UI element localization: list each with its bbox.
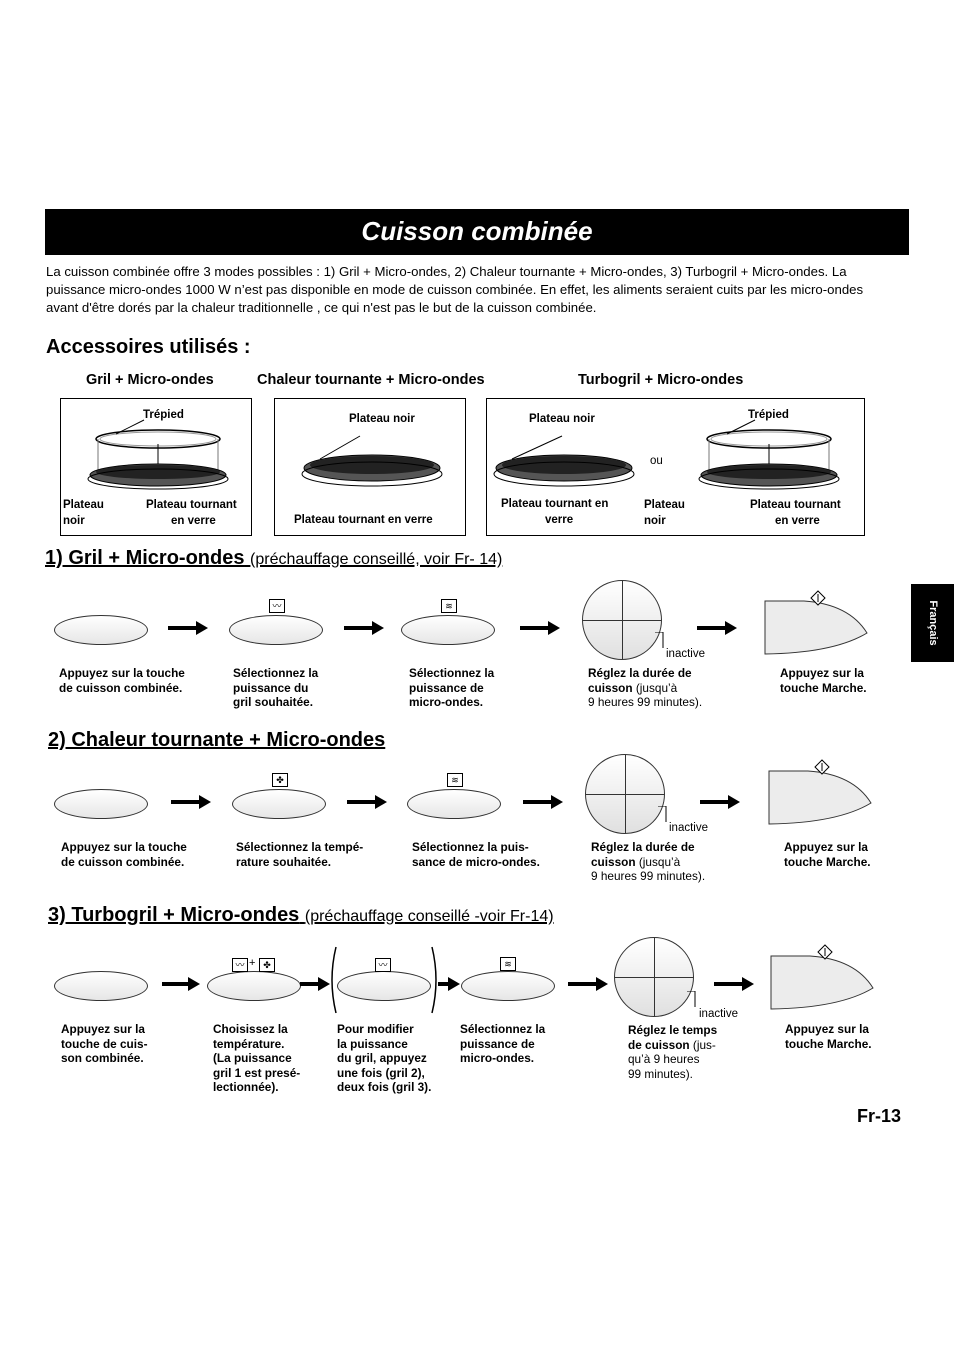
convection-button[interactable] [232, 789, 326, 819]
arrow-icon [344, 621, 384, 635]
tripod-plate-illustration [87, 419, 229, 490]
arrow-icon [162, 977, 200, 991]
acc-grill-label: Gril + Micro-ondes [86, 372, 214, 388]
plus-icon: + [249, 957, 256, 969]
microwave-button[interactable] [461, 971, 555, 1001]
grill-icon: 〰 [269, 599, 285, 613]
time-dial[interactable] [614, 937, 694, 1017]
section3-heading: 3) Turbogril + Micro-ondes (préchauffage… [48, 904, 554, 926]
black-plate-label: Plateau noir [349, 413, 415, 425]
microwave-button[interactable] [407, 789, 501, 819]
arrow-icon [168, 621, 208, 635]
inactive-pointer [655, 632, 664, 648]
grill-icon: 〰 [375, 958, 391, 972]
arrow-icon [523, 795, 563, 809]
tripod-label: Trépied [143, 409, 184, 421]
arrow-icon [568, 977, 608, 991]
combi-button[interactable] [54, 971, 148, 1001]
acc-box-turbo: Plateau noir ou Trépied Plateau tournant… [486, 398, 865, 536]
page-title: Cuisson combinée [45, 209, 909, 255]
arrow-icon [700, 795, 740, 809]
black-plate-label-l2: noir [63, 515, 85, 527]
arrow-icon [347, 795, 387, 809]
start-icon [814, 759, 830, 775]
time-dial[interactable] [582, 580, 662, 660]
arrow-icon [520, 621, 560, 635]
glass-tray-label-l1: Plateau tournant [146, 499, 237, 511]
start-icon [817, 944, 833, 960]
acc-turbo-label: Turbogril + Micro-ondes [578, 372, 744, 388]
inactive-label: inactive [666, 648, 705, 660]
language-tab: Français [911, 584, 954, 662]
glass-tray-label-l2: en verre [171, 515, 216, 527]
grill-icon: 〰 [232, 958, 248, 972]
start-button[interactable] [770, 955, 875, 1010]
page-number: Fr-13 [857, 1106, 902, 1126]
arrow-icon [300, 977, 330, 991]
time-dial[interactable] [585, 754, 665, 834]
acc-convection-label: Chaleur tournante + Micro-ondes [257, 372, 485, 388]
section2-heading: 2) Chaleur tournante + Micro-ondes [48, 729, 386, 751]
accessories-heading: Accessoires utilisés : [46, 336, 251, 358]
start-button[interactable] [768, 770, 873, 825]
turbogrill-button[interactable] [207, 971, 301, 1001]
repeat-bracket [331, 946, 437, 1014]
black-plate-illustration [301, 435, 443, 487]
grill-button[interactable] [229, 615, 323, 645]
black-plate-illustration-2 [493, 435, 635, 487]
arrow-icon [697, 621, 737, 635]
black-plate-label-l1: Plateau [63, 499, 104, 511]
microwave-icon: ≋ [441, 599, 457, 613]
start-icon [810, 590, 826, 606]
glass-tray-label: Plateau tournant en verre [294, 514, 433, 526]
black-plate-label-2: Plateau noir [529, 413, 595, 425]
black-plate-label-3-l2: noir [644, 515, 666, 527]
arrow-icon [438, 977, 460, 991]
arrow-icon [171, 795, 211, 809]
microwave-icon: ≋ [500, 957, 516, 971]
arrow-icon [714, 977, 754, 991]
inactive-label: inactive [699, 1008, 738, 1020]
start-button[interactable] [764, 600, 869, 655]
combi-button[interactable] [54, 615, 148, 645]
s2-step2-caption: Sélectionnez la tempé-rature souhaitée. [236, 840, 364, 869]
tripod-plate-illustration-2 [698, 419, 840, 490]
fan-icon: ✤ [259, 958, 275, 972]
fan-icon: ✤ [272, 773, 288, 787]
black-plate-label-3-l1: Plateau [644, 499, 685, 511]
inactive-pointer [687, 991, 696, 1007]
microwave-button[interactable] [401, 615, 495, 645]
inactive-pointer [658, 806, 667, 822]
glass-tray-label-3-l1: Plateau tournant [750, 499, 841, 511]
grill-button[interactable] [337, 971, 431, 1001]
glass-tray-label-3-l2: en verre [775, 515, 820, 527]
acc-box-grill: Trépied Plateau noir Plateau tournant en… [60, 398, 252, 536]
tripod-label-2: Trépied [748, 409, 789, 421]
intro-paragraph: La cuisson combinée offre 3 modes possib… [46, 264, 864, 315]
or-label: ou [650, 455, 663, 467]
combi-button[interactable] [54, 789, 148, 819]
language-tab-label: Français [926, 600, 939, 646]
section1-heading: 1) Gril + Micro-ondes (préchauffage cons… [45, 547, 503, 569]
glass-tray-label-a2: verre [545, 514, 574, 526]
s2-step3-caption: Sélectionnez la puis-sance de micro-onde… [412, 840, 540, 869]
glass-tray-label-a1: Plateau tournant en [501, 498, 609, 510]
inactive-label: inactive [669, 822, 708, 834]
acc-box-convection: Plateau noir Plateau tournant en verre [274, 398, 466, 536]
microwave-icon: ≋ [447, 773, 463, 787]
